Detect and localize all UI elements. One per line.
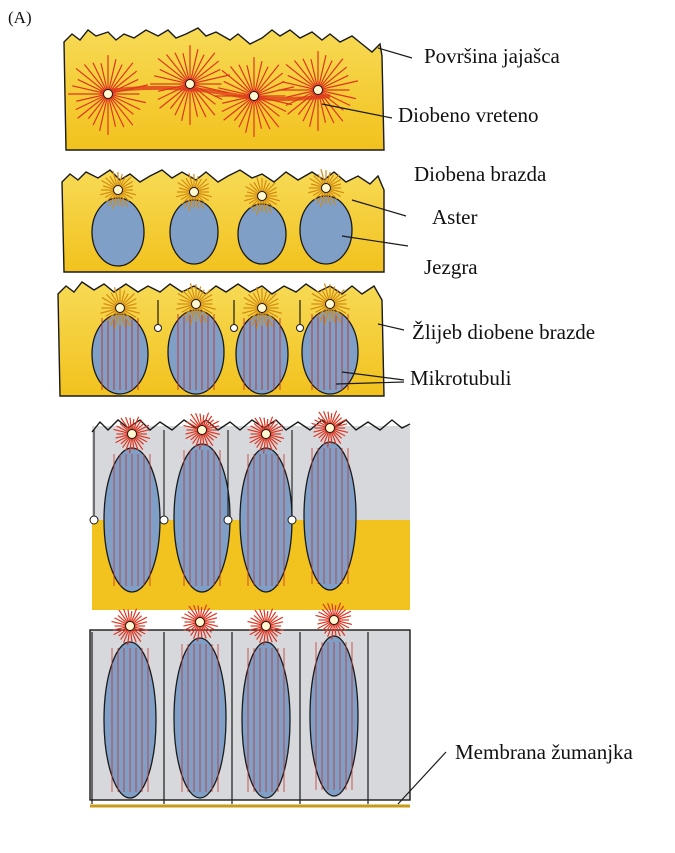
nucleus-stage-2-2 bbox=[238, 204, 286, 264]
label-egg-surface: Površina jajašca bbox=[424, 44, 560, 69]
nucleus-stage-2-0 bbox=[92, 198, 144, 266]
stage-1-egg-surface bbox=[64, 28, 384, 150]
label-furrow-groove: Žlijeb diobene brazde bbox=[412, 320, 595, 345]
stage-3-furrow-groove bbox=[58, 282, 384, 396]
label-cleavage-furrow: Diobena brazda bbox=[414, 162, 546, 187]
label-mitotic-spindle: Diobeno vreteno bbox=[398, 103, 539, 128]
label-aster: Aster bbox=[432, 205, 478, 230]
nucleus-stage-2-1 bbox=[170, 200, 218, 264]
panel-label: (A) bbox=[8, 8, 32, 28]
label-microtubules: Mikrotubuli bbox=[410, 366, 512, 391]
label-yolk-membrane: Membrana žumanjka bbox=[455, 740, 633, 765]
stage-5-cellular bbox=[90, 603, 410, 806]
leader-povrsina bbox=[378, 48, 412, 58]
stage-4-membranes bbox=[90, 411, 410, 610]
stage-2-furrow bbox=[62, 169, 384, 272]
nucleus-stage-2-3 bbox=[300, 196, 352, 264]
label-nucleus: Jezgra bbox=[424, 255, 478, 280]
